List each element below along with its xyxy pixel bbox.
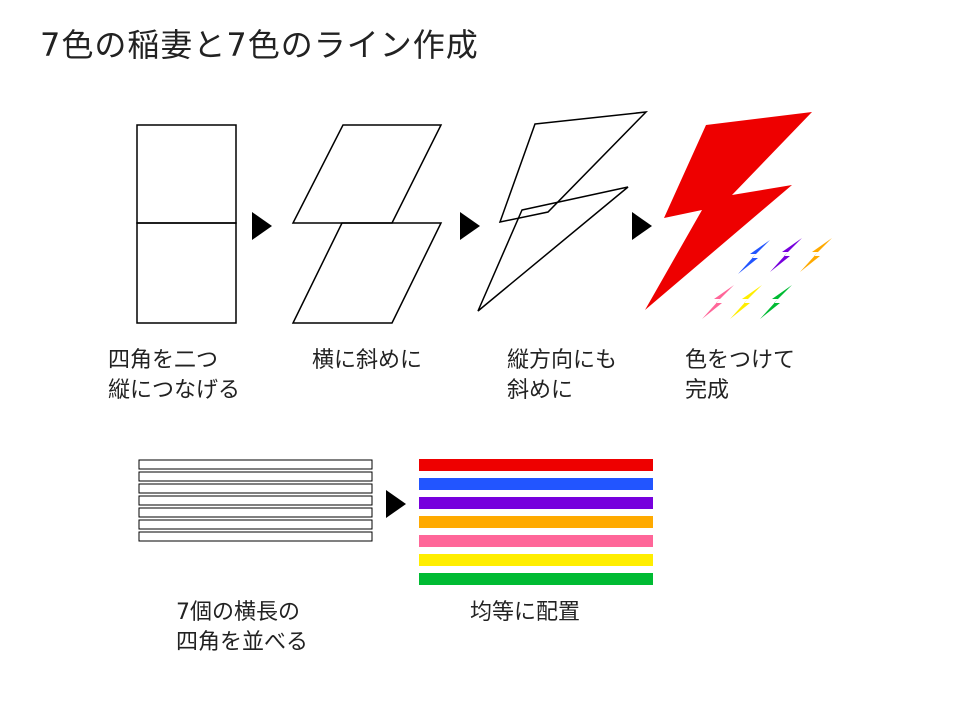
red-lightning-bolt <box>645 112 812 310</box>
caption-line: 斜めに <box>507 378 574 403</box>
arrow-right-icon <box>386 490 406 518</box>
caption-line: 四角を並べる <box>176 630 309 655</box>
step6-caption: 均等に配置 <box>470 598 580 628</box>
small-bolt-pink <box>702 285 734 319</box>
step1-stacked-rectangles <box>136 124 237 324</box>
arrow-right-icon <box>252 212 272 240</box>
caption-line: 7個の横長の <box>176 600 300 625</box>
outlined-strip <box>138 531 373 542</box>
outlined-strip <box>138 519 373 530</box>
step5-outlined-strips <box>138 459 373 542</box>
arrow-right-icon <box>632 212 652 240</box>
rainbow-strip-yellow <box>419 554 653 566</box>
small-bolt-purple <box>770 238 802 272</box>
rainbow-strip-blue <box>419 478 653 490</box>
step2-slanted-shapes <box>291 124 443 324</box>
step4-caption: 色をつけて 完成 <box>685 346 795 406</box>
step3-caption: 縦方向にも 斜めに <box>507 346 617 406</box>
upper-parallelogram <box>291 124 443 224</box>
small-bolt-orange <box>800 238 832 272</box>
step2-caption: 横に斜めに <box>312 346 422 376</box>
outlined-strip <box>138 471 373 482</box>
caption-line: 四角を二つ <box>108 348 219 373</box>
small-bolt-blue <box>738 240 770 274</box>
caption-line: 完成 <box>685 378 730 403</box>
outlined-strip <box>138 459 373 470</box>
step4-colored-lightning <box>645 112 832 319</box>
outlined-strip <box>138 495 373 506</box>
caption-line: 縦方向にも <box>507 348 618 373</box>
small-bolt-green <box>760 285 792 319</box>
lower-bolt-segment <box>477 186 629 312</box>
caption-line: 均等に配置 <box>470 600 581 625</box>
upper-rectangle <box>136 124 237 224</box>
arrow-right-icon <box>460 212 480 240</box>
outlined-strip <box>138 507 373 518</box>
outlined-strip <box>138 483 373 494</box>
caption-line: 色をつけて <box>685 348 796 373</box>
upper-bolt-segment <box>498 111 649 224</box>
lower-parallelogram <box>291 222 443 324</box>
lower-rectangle <box>136 222 237 324</box>
rainbow-strip-purple <box>419 497 653 509</box>
rainbow-strip-red <box>419 459 653 471</box>
page-title: 7色の稲妻と7色のライン作成 <box>40 26 479 64</box>
step6-rainbow-strips <box>419 459 653 585</box>
caption-line: 縦につなげる <box>108 378 241 403</box>
rainbow-strip-green <box>419 573 653 585</box>
caption-line: 横に斜めに <box>312 348 423 373</box>
rainbow-strip-orange <box>419 516 653 528</box>
step1-caption: 四角を二つ 縦につなげる <box>108 346 240 406</box>
rainbow-strip-pink <box>419 535 653 547</box>
small-bolt-yellow <box>730 285 762 319</box>
step3-lightning-outline <box>477 111 649 312</box>
step5-caption: 7個の横長の 四角を並べる <box>176 598 308 658</box>
